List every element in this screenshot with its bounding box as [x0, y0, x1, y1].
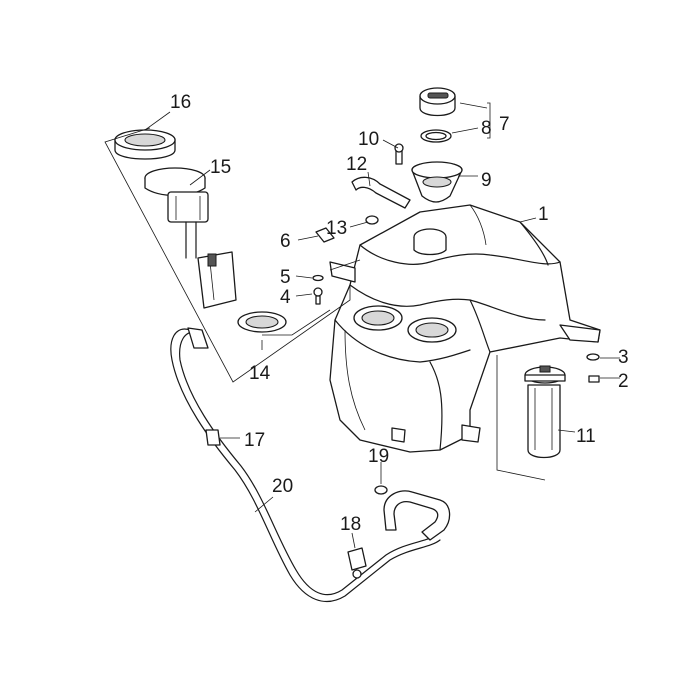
- callout-12: 12: [346, 154, 367, 175]
- breather-hose: [170, 327, 441, 603]
- fuel-tank: [329, 204, 601, 453]
- callout-7: 7: [499, 114, 510, 135]
- filler-ring: [411, 161, 463, 203]
- screw-10: [394, 143, 404, 165]
- callout-3: 3: [618, 347, 629, 368]
- callout-20: 20: [272, 476, 293, 497]
- clamp-13: [365, 215, 379, 225]
- pump-assembly: [114, 129, 287, 333]
- callout-1: 1: [538, 204, 549, 225]
- callout-8: 8: [481, 118, 492, 139]
- leader-lines: [104, 102, 620, 549]
- callout-14: 14: [249, 363, 271, 384]
- callout-5: 5: [280, 267, 291, 288]
- hose-19: [374, 485, 451, 541]
- connector-18: [347, 547, 367, 579]
- callout-9: 9: [481, 170, 492, 191]
- washer-3: [586, 353, 600, 361]
- washer-5: [312, 274, 324, 282]
- callout-2: 2: [618, 371, 629, 392]
- hose-12: [351, 176, 411, 209]
- screw-4: [313, 287, 323, 305]
- callout-4: 4: [280, 287, 291, 308]
- callout-11: 11: [576, 426, 596, 447]
- screw-2: [588, 375, 600, 383]
- callout-16: 16: [170, 92, 191, 113]
- callout-15: 15: [210, 157, 231, 178]
- callout-17: 17: [244, 430, 265, 451]
- callout-19: 19: [368, 446, 389, 467]
- callout-6: 6: [280, 231, 291, 252]
- callout-10: 10: [358, 129, 379, 150]
- cap-seal: [420, 129, 452, 143]
- level-sender: [524, 365, 566, 459]
- callout-labels: 1 2 3 4 5 6 7 8 9 10 11 12 13 14 15 16 1…: [170, 92, 629, 535]
- filler-cap: [419, 87, 456, 117]
- callout-13: 13: [326, 218, 347, 239]
- hose-clip-17: [205, 429, 221, 446]
- callout-18: 18: [340, 514, 361, 535]
- bracket-6: [315, 227, 335, 243]
